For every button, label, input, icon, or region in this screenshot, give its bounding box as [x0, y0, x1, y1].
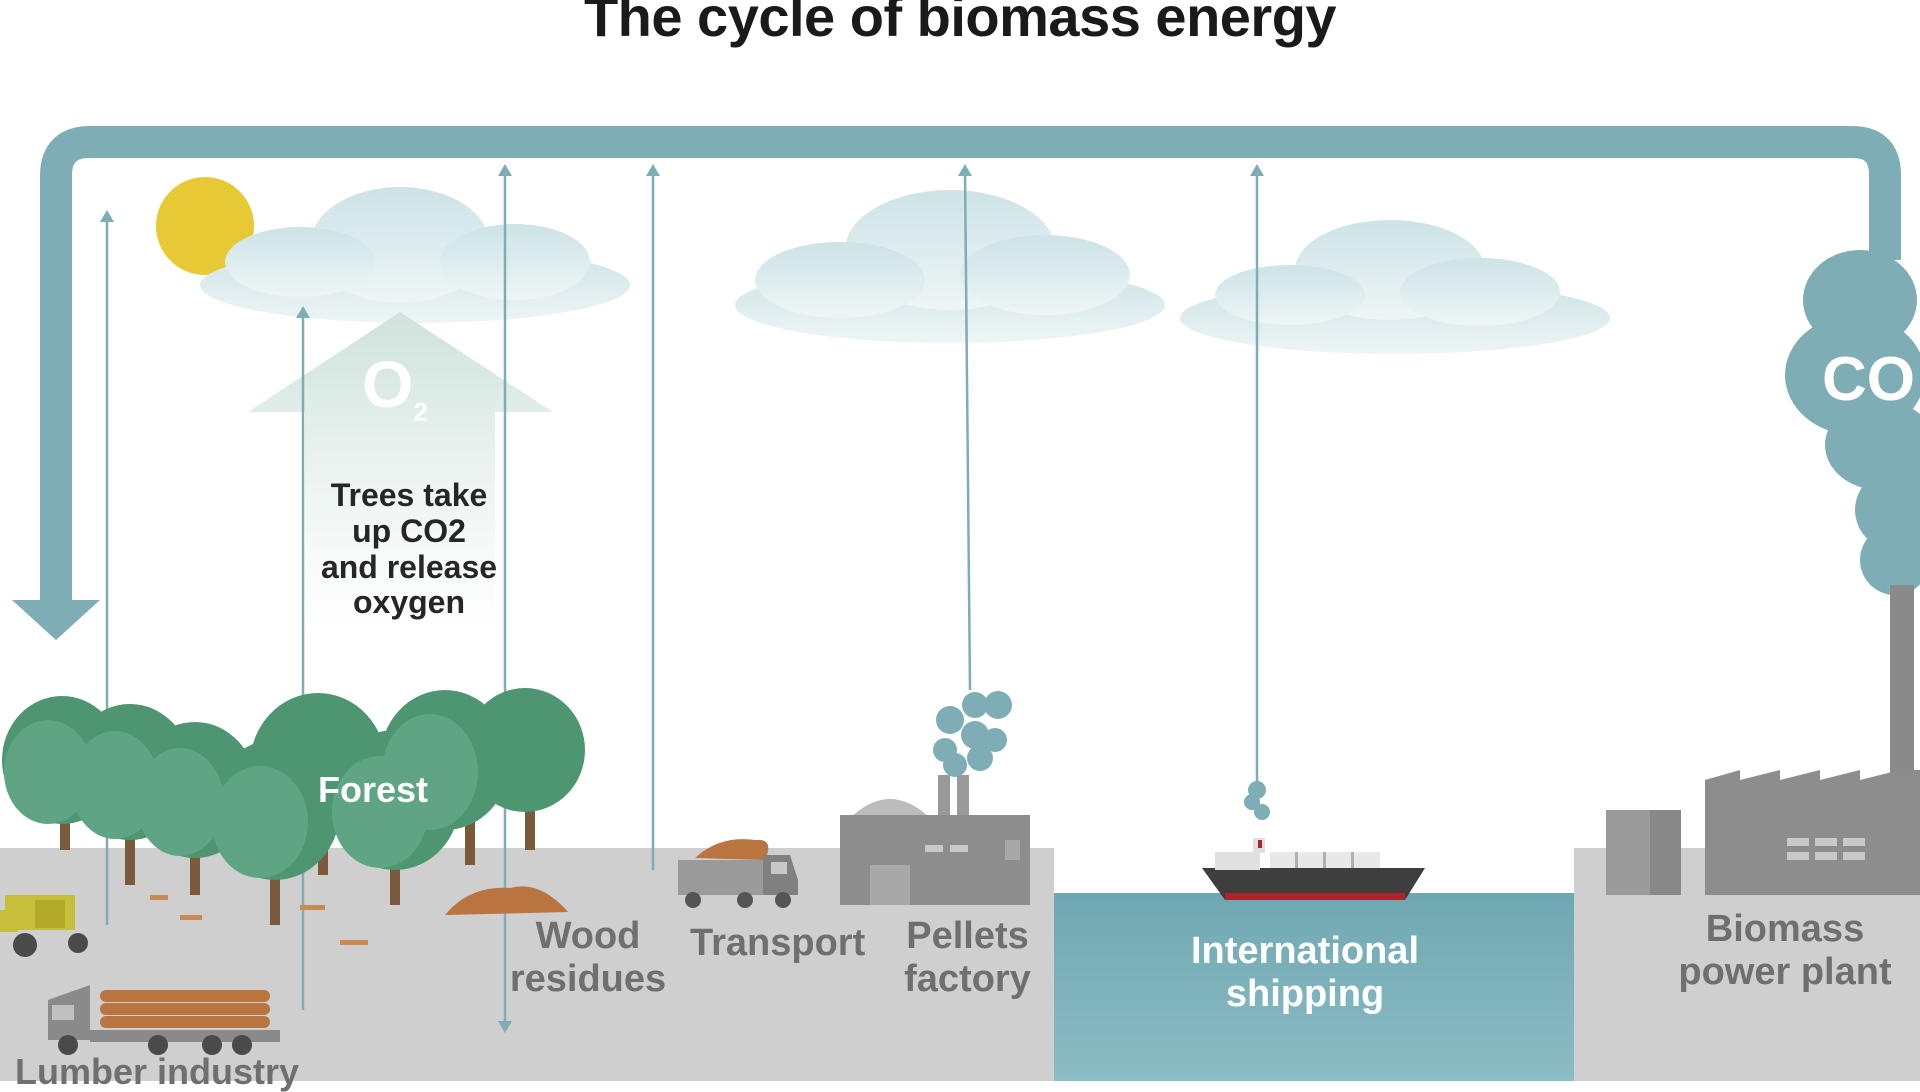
- emission-arrows: [100, 164, 1264, 1033]
- lumber-truck-icon: [48, 985, 280, 1055]
- cloud-icon: [200, 187, 630, 323]
- pellets-factory-line-2: factory: [904, 957, 1031, 1000]
- trees-text-line-2: up CO2: [352, 512, 466, 549]
- o2-subscript: 2: [413, 397, 428, 428]
- tractor-icon: [0, 895, 88, 957]
- o2-letter: O: [362, 347, 414, 421]
- co2-cycle-arrow: [40, 126, 1901, 610]
- international-shipping-line-1: International: [1190, 930, 1420, 972]
- power-plant-label: Biomass power plant: [1670, 908, 1900, 993]
- wood-residues-line-2: residues: [509, 957, 667, 1000]
- wood-chips: [150, 895, 368, 945]
- pellets-factory-line-1: Pellets: [906, 915, 1029, 957]
- transport-label: Transport: [690, 922, 866, 964]
- transport-truck-icon: [678, 839, 798, 908]
- wood-residues-line-1: Wood: [535, 915, 641, 957]
- wood-residue-pile: [445, 886, 568, 915]
- cloud-icon-3: [1180, 220, 1610, 354]
- water-basin: [1054, 893, 1574, 1081]
- power-plant-line-1: Biomass: [1705, 908, 1865, 950]
- pellets-factory-label: Pellets factory: [885, 915, 1050, 1000]
- cycle-arrowhead-icon: [12, 600, 100, 640]
- trees-text-line-4: oxygen: [352, 584, 466, 621]
- cloud-icon-2: [735, 190, 1165, 343]
- forest-label: Forest: [318, 769, 429, 810]
- trees-text-line-1: Trees take: [330, 477, 488, 513]
- wood-residues-label: Wood residues: [508, 915, 668, 1000]
- pellets-factory-icon: [840, 691, 1030, 905]
- co2-exhaust-cloud: [1785, 250, 1920, 595]
- o2-label: O2: [362, 347, 428, 428]
- international-shipping-label: International shipping: [1170, 930, 1440, 1015]
- trees-description: Trees take up CO2 and release oxygen: [315, 477, 503, 621]
- cargo-ship-icon: [1202, 781, 1425, 900]
- international-shipping-line-2: shipping: [1225, 972, 1385, 1015]
- page-title: The cycle of biomass energy: [583, 0, 1337, 48]
- co2-label: CO: [1822, 345, 1915, 414]
- lumber-industry-label: Lumber industry: [15, 1051, 300, 1092]
- trees-text-line-3: and release: [320, 548, 498, 585]
- power-plant-line-2: power plant: [1678, 950, 1892, 993]
- o2-arrow: [248, 312, 553, 630]
- forest-trees: [2, 688, 585, 925]
- power-plant-icon: [1575, 585, 1920, 1081]
